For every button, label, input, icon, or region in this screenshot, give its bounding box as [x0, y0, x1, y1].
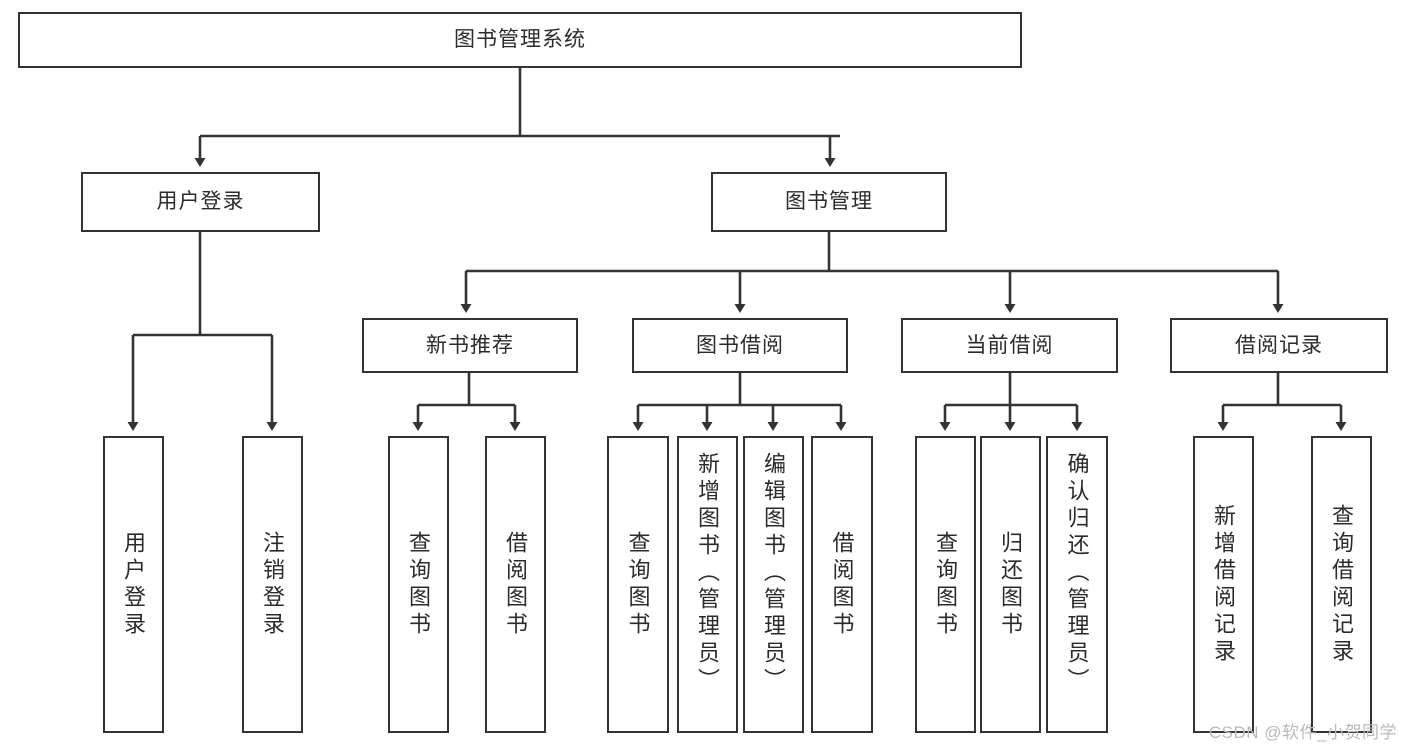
- node-label: 新增借阅记录: [1211, 503, 1237, 666]
- node-current-borrow[interactable]: 当前借阅: [901, 318, 1118, 373]
- node-label: 图书借阅: [696, 333, 784, 357]
- leaf-query-book-current[interactable]: 查询图书: [915, 436, 976, 733]
- node-label: 借阅图书: [829, 530, 855, 639]
- node-label: 编辑图书（管理员）: [761, 452, 787, 695]
- leaf-user-login[interactable]: 用户登录: [103, 436, 164, 733]
- node-new-book-recommend[interactable]: 新书推荐: [362, 318, 578, 373]
- node-user-login[interactable]: 用户登录: [81, 172, 320, 232]
- node-borrow-record[interactable]: 借阅记录: [1170, 318, 1388, 373]
- node-book-management[interactable]: 图书管理: [711, 172, 947, 232]
- node-label: 当前借阅: [965, 333, 1054, 357]
- node-label: 查询借阅记录: [1329, 503, 1355, 666]
- leaf-confirm-return-admin[interactable]: 确认归还（管理员）: [1046, 436, 1108, 733]
- node-label: 借阅图书: [503, 530, 529, 639]
- node-book-borrow[interactable]: 图书借阅: [632, 318, 848, 373]
- node-label: 注销登录: [260, 530, 286, 639]
- leaf-borrow-book[interactable]: 借阅图书: [811, 436, 873, 733]
- watermark: CSDN @软件_小贺同学: [1208, 723, 1397, 742]
- node-label: 用户登录: [156, 190, 245, 214]
- leaf-add-book-admin[interactable]: 新增图书（管理员）: [677, 436, 738, 733]
- node-label: 用户登录: [121, 530, 147, 639]
- node-label: 图书管理: [785, 190, 873, 214]
- node-label: 图书管理系统: [454, 28, 586, 52]
- node-root-book-management-system[interactable]: 图书管理系统: [18, 12, 1022, 68]
- node-label: 查询图书: [625, 530, 651, 639]
- leaf-query-book-borrow[interactable]: 查询图书: [607, 436, 669, 733]
- node-label: 查询图书: [933, 530, 959, 639]
- node-label: 新增图书（管理员）: [695, 452, 721, 695]
- node-label: 借阅记录: [1235, 333, 1323, 357]
- node-label: 新书推荐: [426, 333, 514, 357]
- leaf-borrow-book-recommend[interactable]: 借阅图书: [485, 436, 546, 733]
- leaf-edit-book-admin[interactable]: 编辑图书（管理员）: [743, 436, 804, 733]
- leaf-query-book-recommend[interactable]: 查询图书: [388, 436, 449, 733]
- node-label: 查询图书: [406, 530, 432, 639]
- node-label: 归还图书: [998, 530, 1024, 639]
- node-label: 确认归还（管理员）: [1064, 452, 1090, 695]
- leaf-query-borrow-record[interactable]: 查询借阅记录: [1311, 436, 1372, 733]
- leaf-add-borrow-record[interactable]: 新增借阅记录: [1193, 436, 1254, 733]
- leaf-logout-login[interactable]: 注销登录: [242, 436, 303, 733]
- leaf-return-book[interactable]: 归还图书: [980, 436, 1041, 733]
